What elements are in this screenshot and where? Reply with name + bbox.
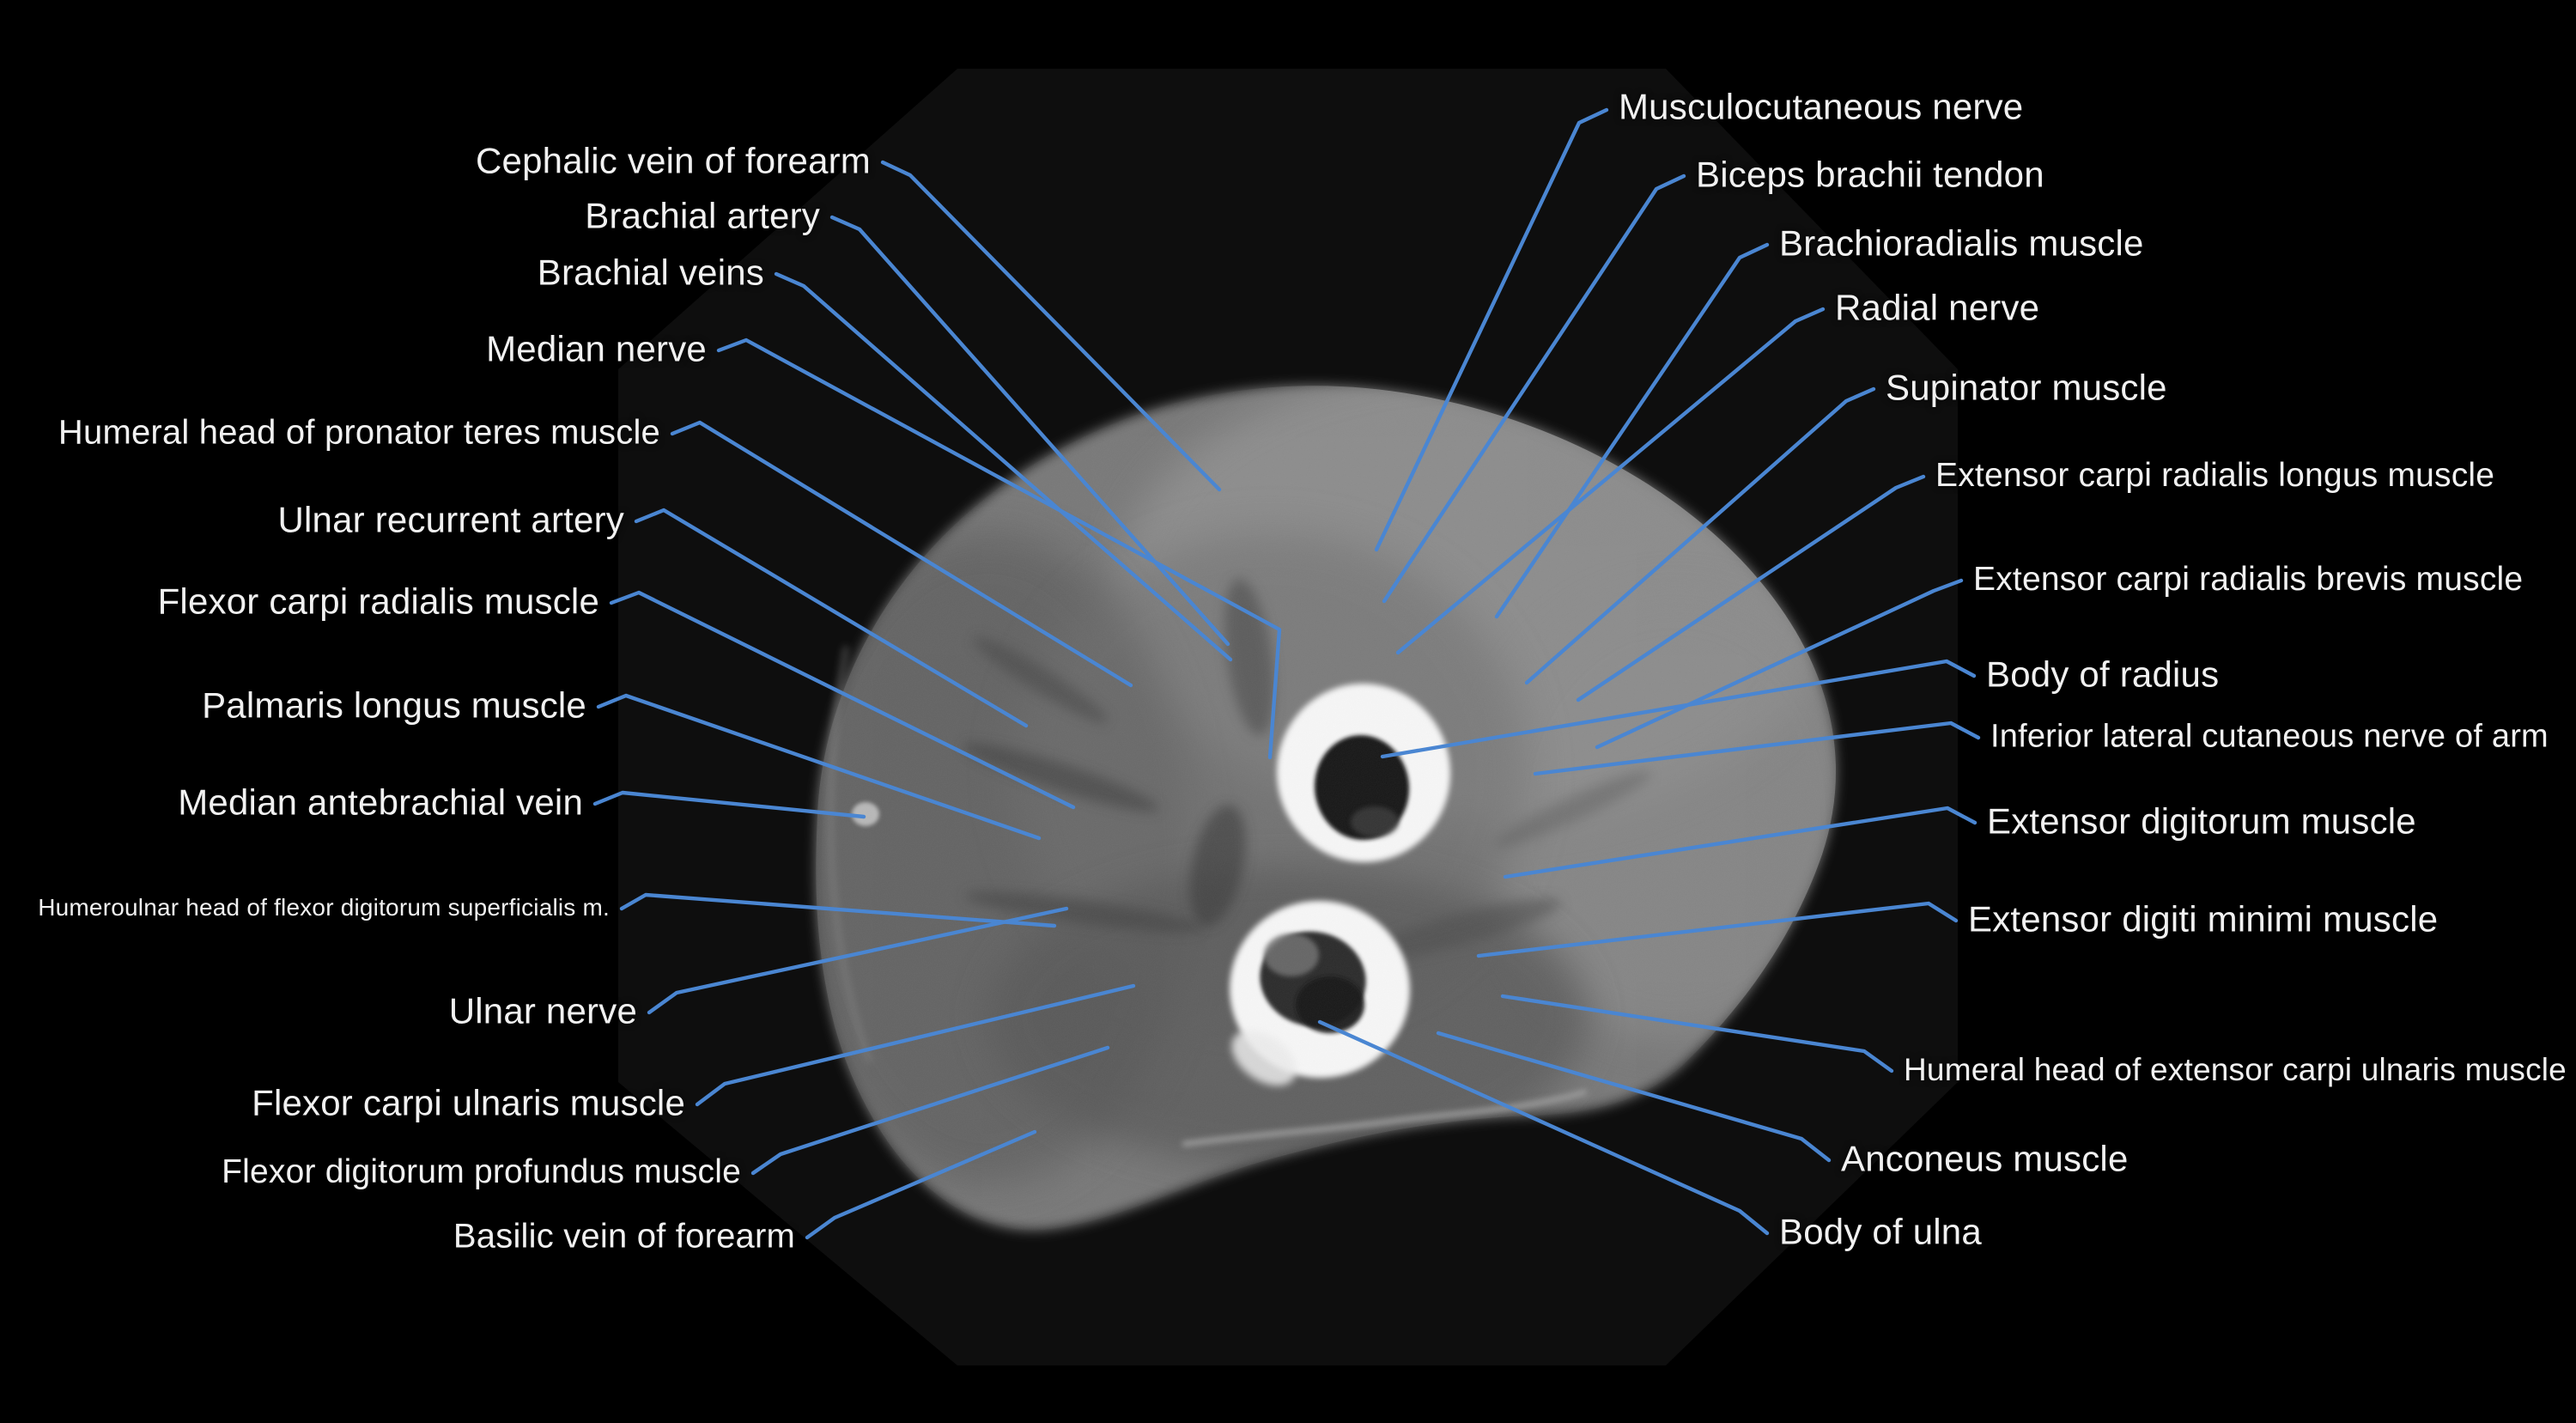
leader-line-ulnar-nerve xyxy=(647,906,1069,1015)
leader-line-biceps-brachii-tendon xyxy=(1382,173,1686,604)
leader-line-extensor-digitorum-muscle xyxy=(1503,806,1978,879)
label-ulnar-recurrent-artery: Ulnar recurrent artery xyxy=(277,499,624,540)
leader-line-cephalic-vein-of-forearm xyxy=(880,160,1222,492)
label-extensor-digitorum-muscle: Extensor digitorum muscle xyxy=(1987,800,2416,842)
label-ulnar-nerve: Ulnar nerve xyxy=(448,990,637,1031)
label-cephalic-vein-of-forearm: Cephalic vein of forearm xyxy=(475,140,871,181)
label-flexor-carpi-radialis-muscle: Flexor carpi radialis muscle xyxy=(157,581,599,622)
label-humeral-head-of-extensor-carpi-ulnaris-muscle: Humeral head of extensor carpi ulnaris m… xyxy=(1904,1052,2567,1088)
label-body-of-radius: Body of radius xyxy=(1986,654,2220,695)
label-extensor-digiti-minimi-muscle: Extensor digiti minimi muscle xyxy=(1968,898,2439,940)
label-anconeus-muscle: Anconeus muscle xyxy=(1841,1138,2129,1179)
label-flexor-carpi-ulnaris-muscle: Flexor carpi ulnaris muscle xyxy=(252,1082,685,1123)
leader-line-body-of-ulna xyxy=(1317,1019,1770,1236)
leader-line-median-antebrachial-vein xyxy=(592,790,866,819)
leader-line-ulnar-recurrent-artery xyxy=(634,508,1029,728)
label-brachial-artery: Brachial artery xyxy=(585,195,820,236)
leader-line-radial-nerve xyxy=(1395,307,1826,655)
label-basilic-vein-of-forearm: Basilic vein of forearm xyxy=(453,1217,795,1256)
leader-line-brachioradialis-muscle xyxy=(1494,242,1770,619)
leader-line-supinator-muscle xyxy=(1524,386,1876,685)
leader-line-flexor-carpi-radialis-muscle xyxy=(609,590,1076,810)
label-brachioradialis-muscle: Brachioradialis muscle xyxy=(1779,222,2144,264)
label-body-of-ulna: Body of ulna xyxy=(1779,1211,1982,1252)
label-brachial-veins: Brachial veins xyxy=(537,252,764,293)
label-flexor-digitorum-profundus-muscle: Flexor digitorum profundus muscle xyxy=(222,1152,741,1190)
leader-line-inferior-lateral-cutaneous-nerve-of-arm xyxy=(1533,721,1981,776)
leader-line-extensor-digiti-minimi-muscle xyxy=(1476,901,1959,958)
leader-line-brachial-veins xyxy=(774,271,1233,662)
leader-line-humeral-head-of-extensor-carpi-ulnaris-muscle xyxy=(1500,994,1894,1073)
label-humeral-head-of-pronator-teres-muscle: Humeral head of pronator teres muscle xyxy=(58,413,660,452)
leader-line-extensor-carpi-radialis-brevis-muscle xyxy=(1595,578,1964,750)
leader-line-humeral-head-of-pronator-teres-muscle xyxy=(670,420,1133,688)
label-biceps-brachii-tendon: Biceps brachii tendon xyxy=(1696,154,2044,195)
leader-line-flexor-carpi-ulnaris-muscle xyxy=(695,983,1136,1107)
leader-line-palmaris-longus-muscle xyxy=(596,693,1042,841)
leader-line-body-of-radius xyxy=(1380,659,1977,759)
label-median-nerve: Median nerve xyxy=(486,328,707,369)
leader-line-humeroulnar-head-of-flexor-digitorum-superficialis-m xyxy=(619,892,1057,928)
leader-line-musculocutaneous-nerve xyxy=(1374,107,1609,552)
label-supinator-muscle: Supinator muscle xyxy=(1886,367,2167,408)
label-extensor-carpi-radialis-longus-muscle: Extensor carpi radialis longus muscle xyxy=(1935,456,2495,494)
label-humeroulnar-head-of-flexor-digitorum-superficialis-m: Humeroulnar head of flexor digitorum sup… xyxy=(38,893,610,921)
leader-line-median-nerve xyxy=(716,338,1282,760)
label-musculocutaneous-nerve: Musculocutaneous nerve xyxy=(1619,86,2024,127)
leader-line-extensor-carpi-radialis-longus-muscle xyxy=(1576,474,1926,702)
leader-line-basilic-vein-of-forearm xyxy=(805,1129,1037,1240)
label-median-antebrachial-vein: Median antebrachial vein xyxy=(178,781,583,823)
label-palmaris-longus-muscle: Palmaris longus muscle xyxy=(202,684,586,726)
label-extensor-carpi-radialis-brevis-muscle: Extensor carpi radialis brevis muscle xyxy=(1973,560,2524,598)
label-inferior-lateral-cutaneous-nerve-of-arm: Inferior lateral cutaneous nerve of arm xyxy=(1990,718,2549,755)
label-radial-nerve: Radial nerve xyxy=(1835,287,2040,328)
leader-line-flexor-digitorum-profundus-muscle xyxy=(750,1045,1110,1176)
leader-line-brachial-artery xyxy=(829,215,1230,647)
leader-line-anconeus-muscle xyxy=(1436,1031,1832,1163)
